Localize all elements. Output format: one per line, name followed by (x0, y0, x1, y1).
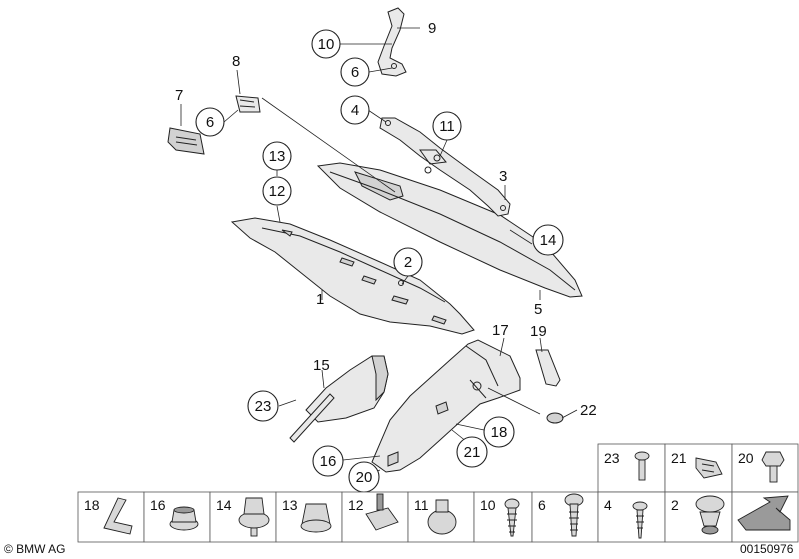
grid-label-10: 10 (480, 497, 496, 513)
grid-label-13: 13 (282, 497, 298, 513)
grid-label-18: 18 (84, 497, 100, 513)
callout-12-main: 12 (269, 183, 286, 200)
callout-8: 8 (232, 53, 240, 70)
callout-1: 1 (316, 291, 324, 308)
callout-19: 19 (530, 323, 547, 340)
callout-circle (432, 111, 462, 141)
callout-6a: 6 (351, 64, 359, 81)
callout-7: 7 (175, 87, 183, 104)
grid-label-20: 20 (738, 450, 754, 466)
callout-17: 17 (492, 322, 509, 339)
grid-label-14: 14 (216, 497, 232, 513)
callouts: 10 9 6 4 11 3 14 5 8 7 6 13 12 2 1 15 23… (175, 20, 597, 493)
callout-18-main: 18 (491, 424, 508, 441)
callout-23-main: 23 (255, 398, 272, 415)
dome-clip-icon (427, 499, 457, 535)
cap-nut-icon (300, 503, 332, 533)
callout-16-main: 16 (320, 453, 337, 470)
grid-label-2: 2 (671, 497, 679, 513)
bent-clip-icon (103, 497, 133, 535)
pillar-trim (371, 339, 521, 473)
fillister-screw-icon (632, 501, 648, 539)
fastener-grid-upper: 23 21 20 (597, 443, 799, 493)
leader-lines (180, 27, 578, 477)
callout-circle (483, 416, 515, 448)
washer-screw-icon (564, 493, 584, 537)
grid-label-16: 16 (150, 497, 166, 513)
grid-label-21: 21 (671, 450, 687, 466)
hex-bolt-icon (761, 451, 785, 483)
badge-and-clip (167, 95, 261, 155)
callout-circle (532, 224, 564, 256)
callout-21-main: 21 (464, 444, 481, 461)
callout-13-main: 13 (269, 148, 286, 165)
callout-9: 9 (428, 20, 436, 37)
callout-11: 11 (439, 118, 455, 135)
grid-label-4: 4 (604, 497, 612, 513)
callout-circle (262, 176, 292, 206)
expanding-rivet-icon (238, 497, 270, 537)
callout-circle (456, 436, 488, 468)
callout-circle (262, 141, 292, 171)
callout-6b: 6 (206, 114, 214, 131)
mounting-bracket (379, 117, 511, 217)
callout-10: 10 (318, 36, 335, 53)
copyright-text: © BMW AG (4, 542, 66, 556)
callout-circle (195, 107, 225, 137)
trim-clip-icon (695, 495, 725, 535)
callout-circle (312, 445, 344, 477)
spring-clip-icon (695, 457, 723, 479)
callout-2-main: 2 (404, 254, 412, 271)
callout-14-main: 14 (540, 232, 557, 249)
rear-cover (289, 355, 389, 443)
fastener-grid-lower: 18 16 14 13 12 11 10 6 4 2 (77, 491, 799, 543)
callout-circle (393, 247, 423, 277)
callout-circle (340, 95, 370, 125)
grid-label-11: 11 (414, 497, 429, 513)
grid-label-6: 6 (538, 497, 546, 513)
small-bracket (377, 7, 407, 77)
upper-trim-panel (316, 162, 583, 298)
grid-label-12: 12 (348, 497, 364, 513)
tapping-screw-icon (504, 498, 520, 537)
callout-circle (311, 29, 341, 59)
callout-3: 3 (499, 168, 507, 185)
side-panel (230, 217, 475, 335)
speed-nut-icon (365, 493, 399, 531)
push-rivet-icon (634, 451, 650, 481)
image-number: 00150976 (740, 542, 794, 556)
callout-15: 15 (313, 357, 330, 374)
callout-circle (340, 57, 370, 87)
trim-strip (535, 349, 564, 424)
direction-arrow-icon (737, 495, 791, 531)
callout-20-main: 20 (356, 469, 373, 486)
callout-4: 4 (351, 102, 359, 119)
callout-circle (247, 390, 279, 422)
callout-5: 5 (534, 301, 542, 318)
callout-22: 22 (580, 402, 597, 419)
flange-nut-icon (169, 506, 199, 531)
grid-label-23: 23 (604, 450, 620, 466)
